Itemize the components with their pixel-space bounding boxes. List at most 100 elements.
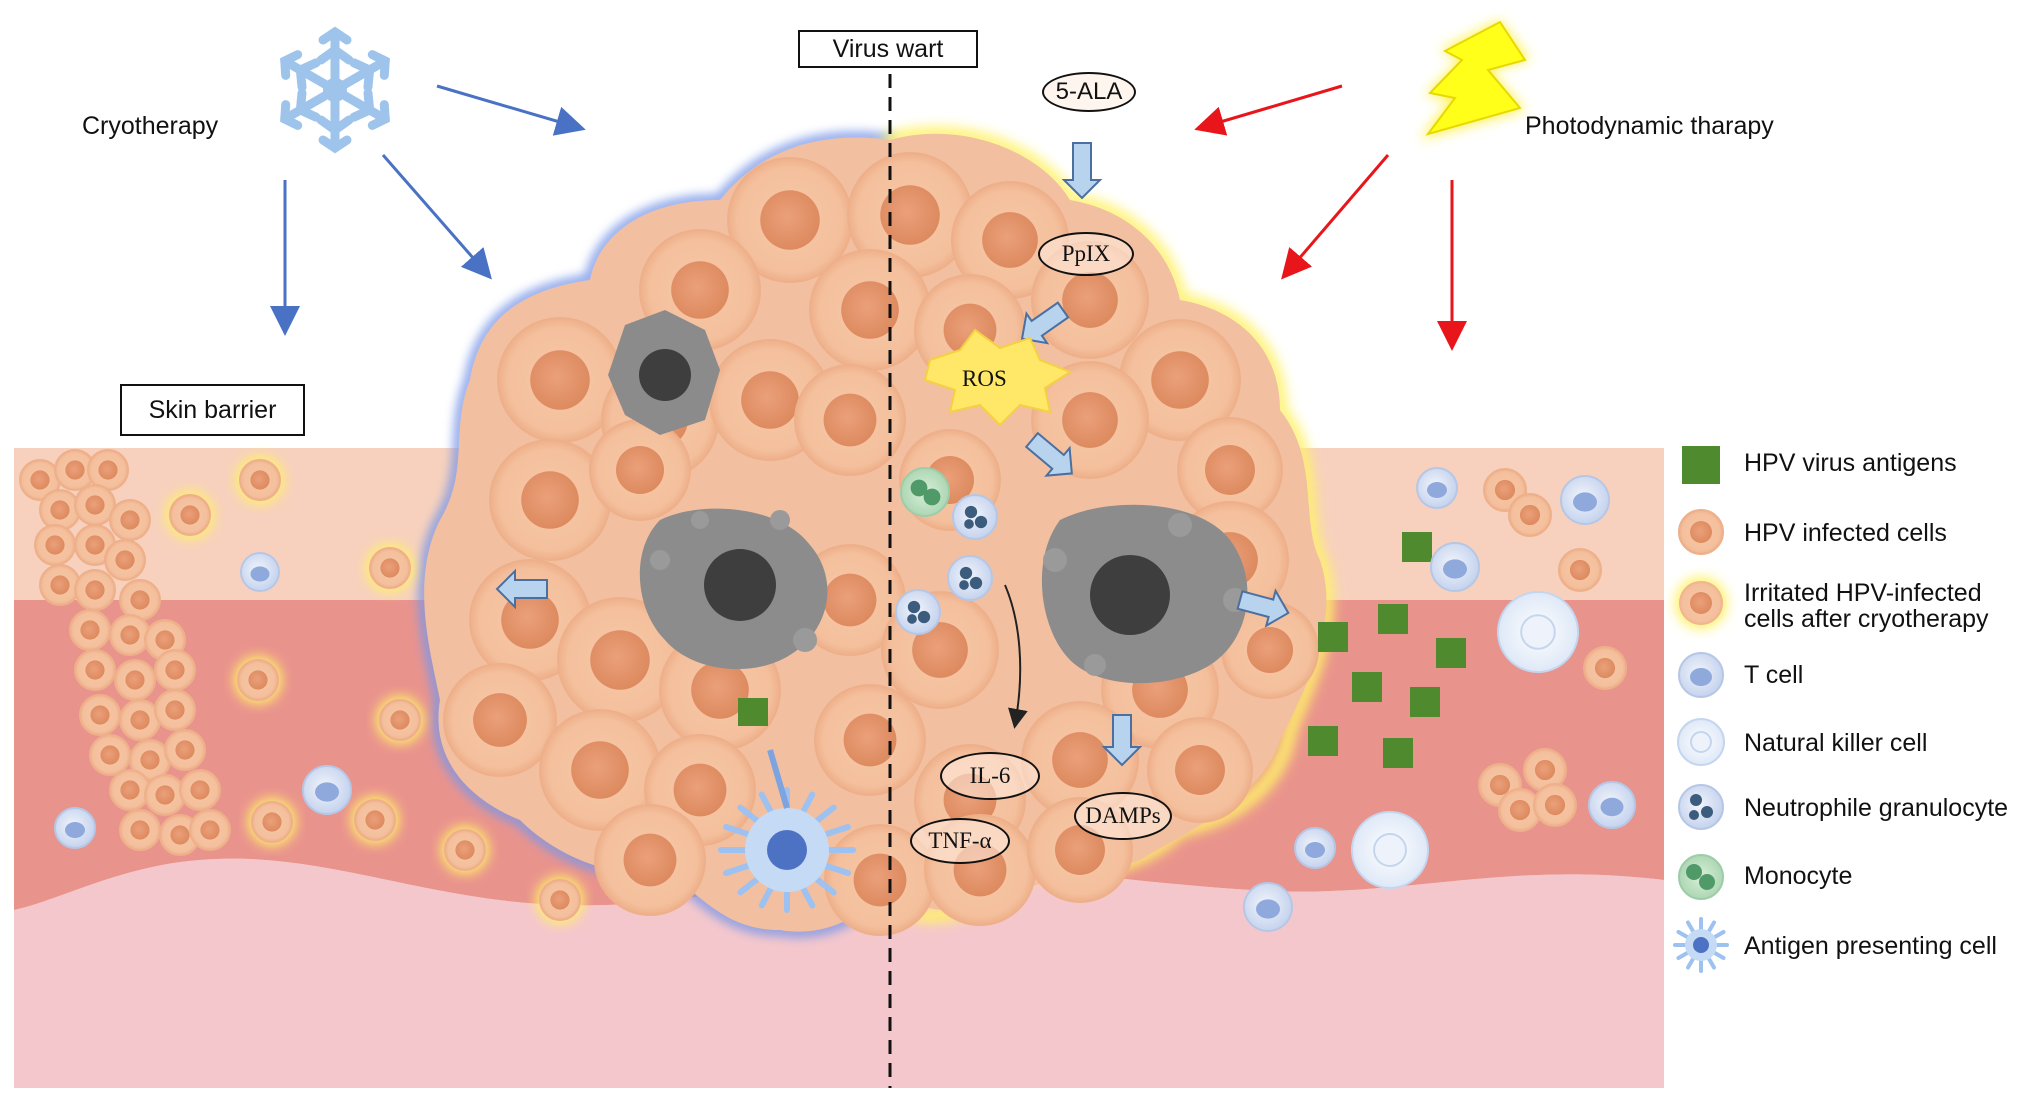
- neutrophil-cell: [947, 555, 993, 601]
- wart-infected-cell: [589, 419, 691, 521]
- skin-infected-cell: [54, 449, 96, 491]
- t-cell: [1294, 827, 1336, 869]
- irritated-cell: [536, 876, 584, 924]
- wart-infected-cell: [794, 364, 906, 476]
- irritated-cell: [236, 456, 284, 504]
- wart-infected-cell: [1119, 319, 1241, 441]
- skin-infected-cell: [74, 649, 116, 691]
- dying-cell-left: [639, 508, 828, 670]
- legend-label-irritated-cells: Irritated HPV-infected cells after cryot…: [1744, 579, 1989, 633]
- skin-infected-cell: [109, 499, 151, 541]
- block-arrows: [495, 142, 1290, 767]
- wart-infected-cell: [1221, 601, 1319, 699]
- il6-oval: IL-6: [940, 752, 1040, 800]
- wart-infected-cell: [594, 804, 706, 916]
- skin-immune-cells: [54, 467, 1636, 932]
- down-arrow-ros: [1024, 431, 1073, 477]
- neutrophil-icon: [1678, 784, 1724, 830]
- skin-infected-cell: [164, 729, 206, 771]
- hpv-antigen: [1318, 622, 1348, 652]
- legend-apc-spike: [1676, 930, 1691, 940]
- nk-cell-icon: [1677, 718, 1725, 766]
- left-arrow-cryo: [495, 568, 548, 610]
- skin-infected-cell: [1583, 646, 1627, 690]
- photodynamic-therapy-label: Photodynamic tharapy: [1525, 112, 1774, 140]
- legend-apc-spike: [1676, 950, 1691, 960]
- skin-infected-cell: [39, 489, 81, 531]
- ros-burst-icon: [923, 328, 1073, 427]
- hpv-antigen: [1378, 604, 1408, 634]
- virus-wart-label: Virus wart: [798, 30, 978, 68]
- skin-infected-cell: [109, 614, 151, 656]
- pdt-arrows: [1194, 84, 1467, 351]
- skin-infected-cell: [114, 659, 156, 701]
- t-cell: [54, 807, 96, 849]
- ros-label: ROS: [962, 366, 1007, 391]
- neutrophil-signal-arrow: [1004, 584, 1028, 729]
- down-arrow-ala: [1061, 142, 1103, 200]
- t-cell: [1588, 781, 1636, 829]
- wart-infected-cell: [951, 181, 1069, 299]
- wart-infected-cell: [489, 439, 611, 561]
- legend-icons: [1673, 446, 1729, 973]
- skin-infected-cell: [1558, 548, 1602, 592]
- neutrophil-cell: [952, 494, 998, 540]
- apc-spike: [723, 861, 755, 876]
- wart-infected-cell: [727, 157, 853, 283]
- irritated-cell: [234, 656, 282, 704]
- wart-infected-cell: [1031, 361, 1149, 479]
- down-arrow-damps: [1101, 714, 1143, 767]
- apc-cell: [718, 698, 856, 913]
- damps-oval: DAMPs: [1074, 792, 1172, 840]
- apc-icon: [1673, 917, 1729, 973]
- down-arrow-ppix: [1020, 301, 1070, 345]
- t-cell-icon: [1678, 652, 1724, 698]
- skin-infected-cell: [39, 564, 81, 606]
- apc-spike: [810, 873, 837, 896]
- skin-infected-cell: [89, 734, 131, 776]
- irritated-cell: [166, 491, 214, 539]
- irritated-cell: [248, 798, 296, 846]
- legend-apc-spike: [1711, 950, 1726, 960]
- skin-infected-cell: [119, 579, 161, 621]
- legend-label-neutrophil: Neutrophile granulocyte: [1744, 794, 2009, 822]
- lightning-icon: [1420, 20, 1530, 140]
- apc-spike: [737, 804, 764, 827]
- hpv-antigen: [1352, 672, 1382, 702]
- skin-infected-cell: [87, 449, 129, 491]
- skin-infected-cell: [1498, 788, 1542, 832]
- apc-spike: [819, 824, 851, 839]
- skin-infected-cell: [189, 809, 231, 851]
- skin-infected-cell: [104, 539, 146, 581]
- skin-infected-cell: [154, 689, 196, 731]
- irritated-cell: [441, 826, 489, 874]
- skin-infected-cell: [129, 739, 171, 781]
- apc-spike: [819, 861, 851, 876]
- hpv-antigen: [1402, 532, 1432, 562]
- hpv-antigen-square-icon: [1682, 446, 1720, 484]
- wart-infected-cell: [1177, 417, 1283, 523]
- skin-infected-cell: [119, 809, 161, 851]
- t-cell: [1560, 475, 1610, 525]
- wart-infected-cell: [1021, 701, 1139, 819]
- hpv-antigen: [1436, 638, 1466, 668]
- skin-barrier-label: Skin barrier: [120, 384, 305, 436]
- cryotherapy-label: Cryotherapy: [82, 112, 219, 140]
- dying-cell-right: [1041, 504, 1248, 684]
- skin-infected-cell: [74, 484, 116, 526]
- monocyte-icon: [1678, 854, 1724, 900]
- wart-infected-cell: [814, 684, 926, 796]
- monocyte-cell: [900, 467, 950, 517]
- skin-infected-cell: [34, 524, 76, 566]
- tnf-alpha-oval: TNF-α: [910, 818, 1010, 864]
- t-cell: [302, 765, 352, 815]
- hpv-antigens-group: [1308, 532, 1466, 768]
- ala-oval: 5-ALA: [1042, 72, 1136, 112]
- t-cell: [1430, 542, 1480, 592]
- legend-label-apc: Antigen presenting cell: [1744, 932, 1997, 960]
- hpv-antigen: [1308, 726, 1338, 756]
- skin-infected-cell: [144, 774, 186, 816]
- skin-infected-cell: [119, 699, 161, 741]
- hpv-antigen: [1383, 738, 1413, 768]
